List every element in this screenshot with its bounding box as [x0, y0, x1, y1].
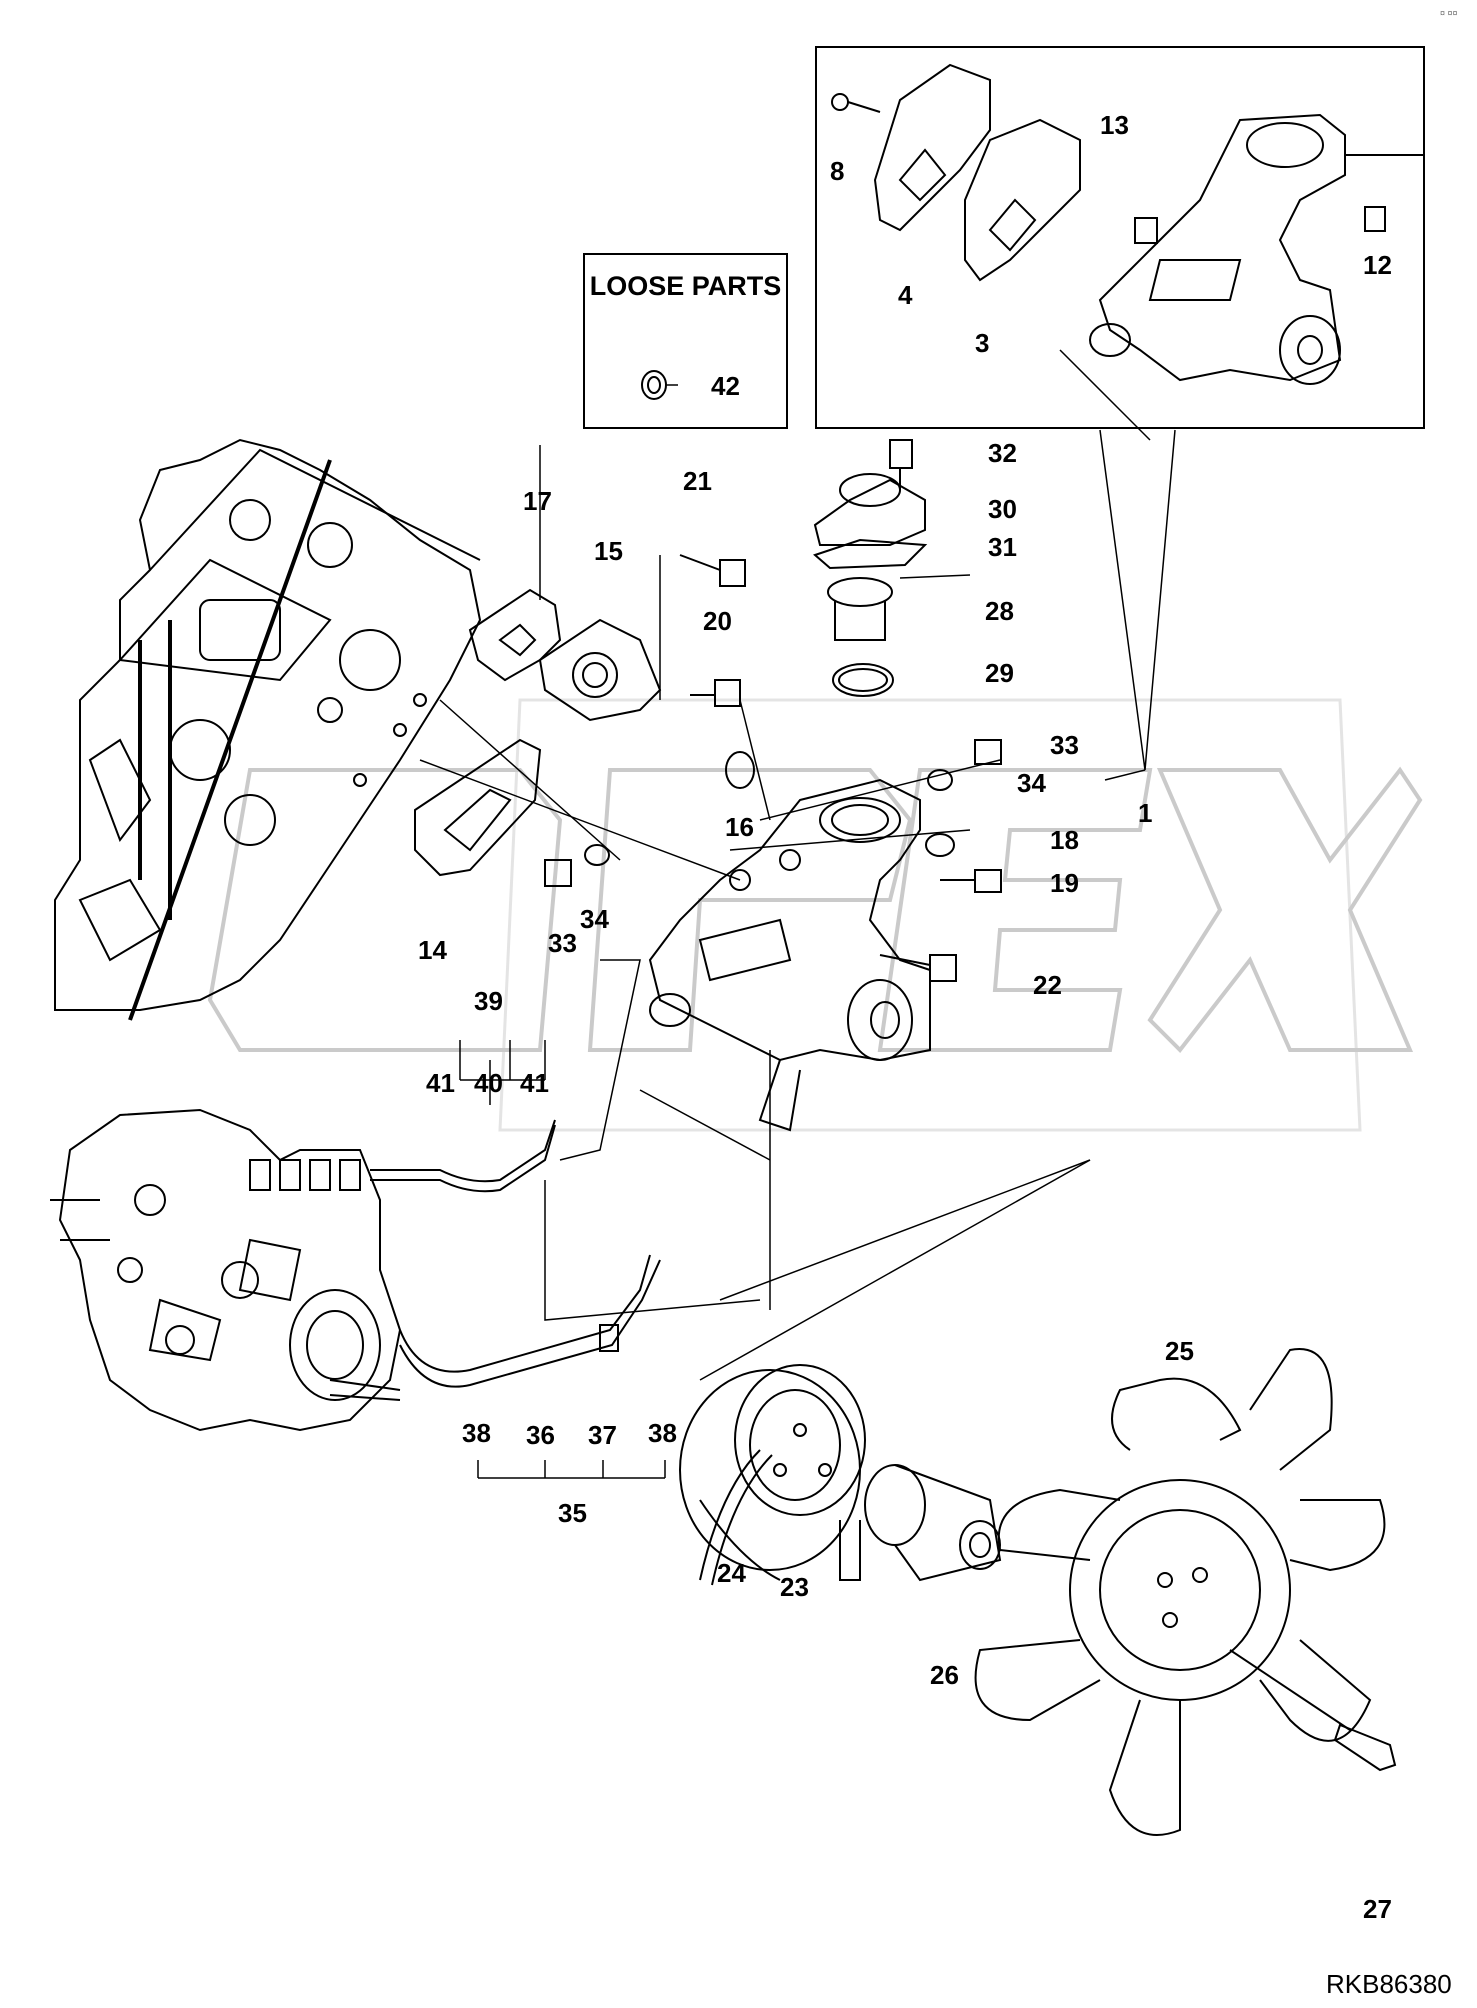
- cooling-fan-25: [974, 1348, 1397, 1836]
- drawing-reference: RKB86380: [1326, 1969, 1452, 1999]
- callout-38-right: 38: [648, 1418, 677, 1448]
- callout-30: 30: [988, 494, 1017, 524]
- callout-23: 23: [780, 1572, 809, 1602]
- washer-42-icon: [641, 370, 678, 400]
- callout-37: 37: [588, 1420, 617, 1450]
- callout-40: 40: [474, 1068, 503, 1098]
- callout-24: 24: [717, 1558, 746, 1588]
- callout-12: 12: [1363, 250, 1392, 280]
- callout-3: 3: [975, 328, 990, 358]
- callout-26: 26: [930, 1660, 959, 1690]
- callout-33-left: 33: [548, 928, 577, 958]
- engine-block: [54, 438, 482, 1021]
- callout-31: 31: [988, 532, 1017, 562]
- callout-17: 17: [523, 486, 552, 516]
- callout-16: 16: [725, 812, 754, 842]
- callout-34-left: 34: [580, 904, 609, 934]
- inset-drawing: [831, 63, 1425, 385]
- gasket-14: [414, 738, 542, 877]
- water-pump-body-1: [648, 778, 931, 1132]
- pulley-23: [679, 1364, 866, 1581]
- loose-parts-box: LOOSE PARTS 42: [583, 253, 788, 429]
- callout-39: 39: [474, 986, 503, 1016]
- watermark-logo: [207, 698, 1423, 1132]
- callout-1: 1: [1138, 798, 1153, 828]
- callout-22: 22: [1033, 970, 1062, 1000]
- corner-mark: ¤ ¤¤: [1440, 8, 1458, 18]
- callout-21: 21: [683, 466, 712, 496]
- callout-35: 35: [558, 1498, 587, 1528]
- thermostat-cover-15: [538, 618, 662, 722]
- callout-29: 29: [985, 658, 1014, 688]
- callout-27: 27: [1363, 1894, 1392, 1924]
- v-belt-24: [699, 1449, 773, 1586]
- callout-14: 14: [418, 935, 447, 965]
- callout-18: 18: [1050, 825, 1079, 855]
- callout-41-right: 41: [520, 1068, 549, 1098]
- inset-detail-box: [815, 46, 1425, 429]
- callout-28: 28: [985, 596, 1014, 626]
- callout-42: 42: [711, 371, 740, 401]
- callout-4: 4: [898, 280, 913, 310]
- callout-38-left: 38: [462, 1418, 491, 1448]
- callout-20: 20: [703, 606, 732, 636]
- callout-25: 25: [1165, 1336, 1194, 1366]
- spacer-26: [864, 1464, 1002, 1582]
- leader-lines: [419, 349, 1176, 1479]
- callout-32: 32: [988, 438, 1017, 468]
- callout-19: 19: [1050, 868, 1079, 898]
- thermostat-group: [813, 439, 928, 697]
- callout-15: 15: [594, 536, 623, 566]
- small-parts: [544, 554, 1002, 982]
- fuel-injection-pump: [50, 1108, 402, 1432]
- callout-13: 13: [1100, 110, 1129, 140]
- loose-parts-title: LOOSE PARTS: [589, 271, 782, 301]
- hose-assembly: [370, 1119, 661, 1388]
- callout-33-right: 33: [1050, 730, 1079, 760]
- gasket-17: [468, 588, 562, 682]
- callout-36: 36: [526, 1420, 555, 1450]
- callout-41-left: 41: [426, 1068, 455, 1098]
- callout-8: 8: [830, 156, 845, 186]
- callout-34-right: 34: [1017, 768, 1046, 798]
